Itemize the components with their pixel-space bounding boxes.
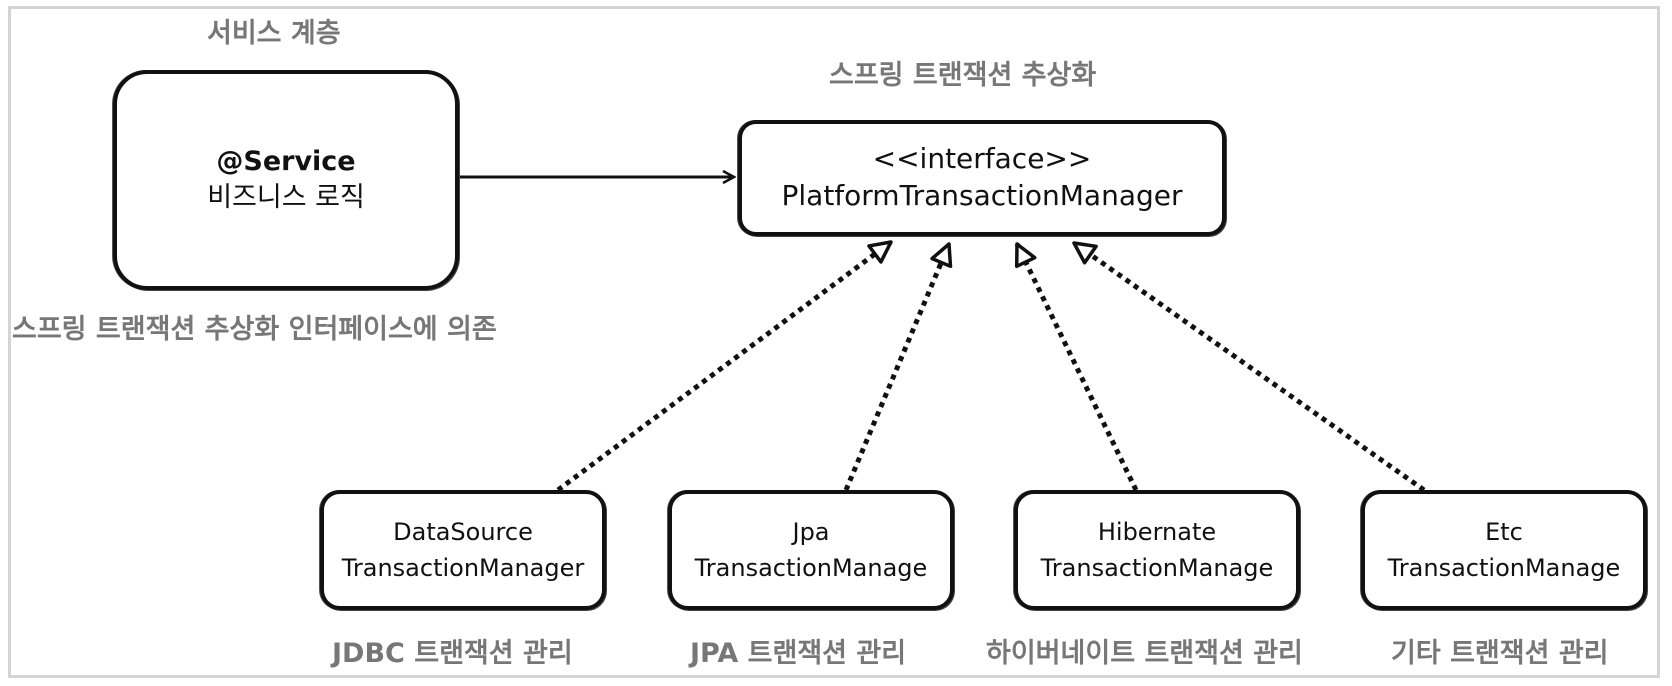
service-annotation: @Service: [216, 146, 356, 178]
platform-transaction-manager-box: <<interface>> PlatformTransactionManager: [738, 120, 1226, 236]
interface-stereotype: <<interface>>: [872, 142, 1092, 176]
interface-name: PlatformTransactionManager: [781, 179, 1183, 212]
impl-name-line1: DataSource: [393, 518, 533, 546]
jpa-caption: JPA 트랜잭션 관리: [690, 638, 907, 669]
impl-name-line1: Etc: [1485, 518, 1523, 546]
business-logic-label: 비즈니스 로직: [207, 182, 365, 213]
dependency-note: 스프링 트랜잭션 추상화 인터페이스에 의존: [12, 314, 497, 345]
service-layer-heading: 서비스 계층: [207, 18, 341, 49]
diagram-frame: [8, 6, 1660, 678]
impl-name-line2: TransactionManager: [341, 554, 585, 582]
impl-name-line2: TransactionManage: [1387, 554, 1621, 582]
datasource-transaction-manager-box: DataSource TransactionManager: [320, 490, 606, 610]
impl-name-line1: Hibernate: [1097, 518, 1217, 546]
service-box: @Service 비즈니스 로직: [113, 70, 459, 290]
impl-name-line1: Jpa: [792, 518, 830, 546]
hibernate-transaction-manager-box: Hibernate TransactionManage: [1014, 490, 1300, 610]
abstraction-heading: 스프링 트랜잭션 추상화: [829, 60, 1097, 91]
impl-name-line2: TransactionManage: [1040, 554, 1274, 582]
etc-transaction-manager-box: Etc TransactionManage: [1361, 490, 1647, 610]
etc-caption: 기타 트랜잭션 관리: [1391, 638, 1609, 669]
jdbc-caption: JDBC 트랜잭션 관리: [332, 638, 573, 669]
jpa-transaction-manager-box: Jpa TransactionManage: [668, 490, 954, 610]
impl-name-line2: TransactionManage: [694, 554, 928, 582]
hibernate-caption: 하이버네이트 트랜잭션 관리: [986, 638, 1303, 669]
